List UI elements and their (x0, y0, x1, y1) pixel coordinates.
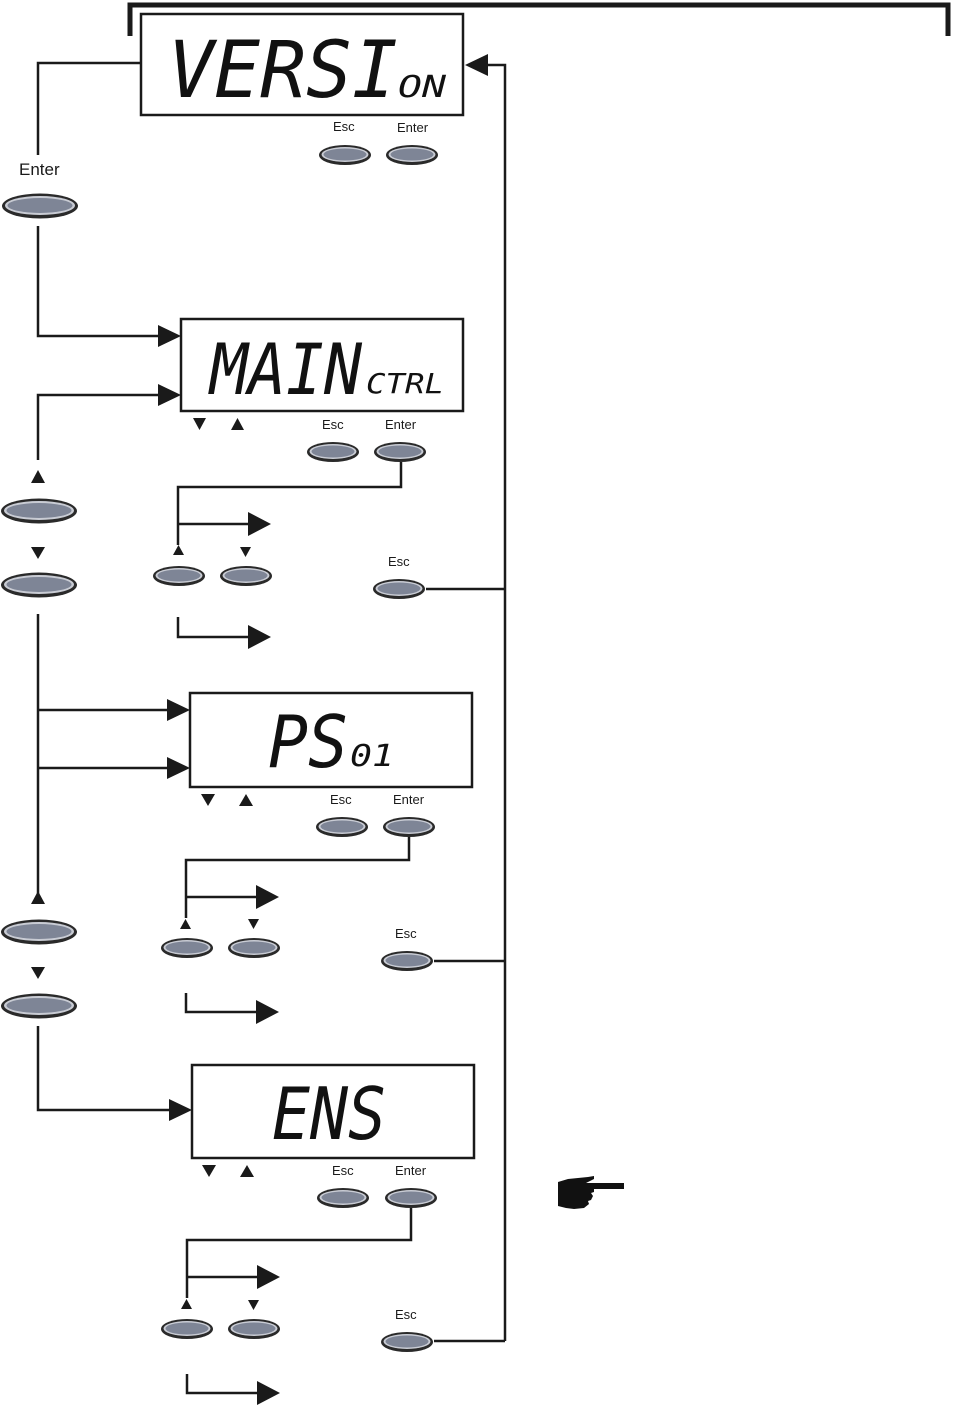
up-arrow-icon (31, 891, 45, 904)
esc-label: Esc (322, 417, 344, 432)
down-indicator-icon (193, 418, 206, 430)
arrow-into-ens (169, 1099, 192, 1121)
sub-down-button-3[interactable] (228, 1319, 280, 1339)
esc-label: Esc (332, 1163, 354, 1178)
down-arrow-icon (248, 1300, 259, 1310)
enter-button-version[interactable] (386, 145, 438, 165)
esc-button-main-ctrl[interactable] (307, 442, 359, 462)
display-main-text: VERSI (168, 26, 398, 116)
enter-label: Enter (395, 1163, 427, 1178)
submenu-arrow (248, 512, 271, 536)
return-line (487, 63, 507, 1341)
enter-button-ps01[interactable] (383, 817, 435, 837)
top-bracket (127, 2, 951, 36)
connector-line (176, 617, 248, 639)
side-enter-button[interactable] (2, 193, 78, 219)
side-down-button-1[interactable] (1, 572, 77, 598)
sub-up-button-3[interactable] (161, 1319, 213, 1339)
connector-line (184, 993, 256, 1014)
connector-line (184, 837, 411, 918)
display-sub-text: 01 (350, 739, 394, 774)
esc-label: Esc (395, 926, 417, 941)
connector-line (36, 226, 160, 338)
display-ens: ENS (190, 1063, 476, 1160)
arrow-into-ps01-2 (167, 757, 190, 779)
esc-label: Esc (330, 792, 352, 807)
submenu-arrow (257, 1265, 280, 1289)
sub-down-button-1[interactable] (220, 566, 272, 586)
up-indicator-icon (231, 418, 244, 430)
up-arrow-icon (31, 470, 45, 483)
pointing-hand-icon (558, 1176, 624, 1209)
sub-esc-button-1[interactable] (373, 579, 425, 599)
side-down-button-2[interactable] (1, 993, 77, 1019)
display-main-text: PS (268, 700, 348, 784)
esc-label: Esc (395, 1307, 417, 1322)
submenu-arrow (248, 625, 271, 649)
down-arrow-icon (31, 967, 45, 979)
side-up-button-1[interactable] (1, 498, 77, 524)
enter-path-line (36, 61, 141, 155)
arrow-into-ps01 (167, 699, 190, 721)
submenu-arrow (257, 1381, 280, 1405)
esc-label: Esc (333, 119, 355, 134)
enter-label: Enter (397, 120, 429, 135)
sub-down-button-2[interactable] (228, 938, 280, 958)
side-up-button-2[interactable] (1, 919, 77, 945)
down-indicator-icon (202, 1165, 216, 1177)
arrow-into-main-ctrl-2 (158, 384, 181, 406)
up-arrow-icon (180, 919, 191, 929)
esc-label: Esc (388, 554, 410, 569)
esc-button-version[interactable] (319, 145, 371, 165)
display-version: VERSI ON (139, 12, 465, 117)
display-main-text: ENS (272, 1072, 386, 1156)
submenu-arrow (256, 885, 279, 909)
sub-up-button-1[interactable] (153, 566, 205, 586)
down-indicator-icon (201, 794, 215, 806)
arrow-into-version (465, 54, 488, 76)
sub-esc-button-3[interactable] (381, 1332, 433, 1352)
display-main-text: MAIN (207, 329, 362, 411)
connector-line (176, 462, 403, 545)
connector-line (36, 393, 160, 460)
enter-label: Enter (393, 792, 425, 807)
connector-line (185, 1208, 413, 1298)
arrow-into-main-ctrl (158, 325, 181, 347)
display-main-ctrl: MAIN CTRL (179, 317, 465, 413)
up-indicator-icon (240, 1165, 254, 1177)
up-indicator-icon (239, 794, 253, 806)
side-enter-label: Enter (19, 160, 60, 179)
enter-label: Enter (385, 417, 417, 432)
submenu-arrow (256, 1000, 279, 1024)
down-arrow-icon (248, 919, 259, 929)
display-sub-text: CTRL (366, 367, 444, 400)
sub-esc-button-2[interactable] (381, 951, 433, 971)
down-arrow-icon (31, 547, 45, 559)
enter-button-ens[interactable] (385, 1188, 437, 1208)
esc-button-ps01[interactable] (316, 817, 368, 837)
connector-line (36, 1026, 170, 1112)
esc-button-ens[interactable] (317, 1188, 369, 1208)
connector-line (185, 1374, 257, 1395)
display-ps01: PS 01 (188, 691, 474, 789)
sub-up-button-2[interactable] (161, 938, 213, 958)
enter-button-main-ctrl[interactable] (374, 442, 426, 462)
display-sub-text: ON (398, 70, 447, 105)
up-arrow-icon (173, 545, 184, 555)
down-arrow-icon (240, 547, 251, 557)
up-arrow-icon (181, 1299, 192, 1309)
